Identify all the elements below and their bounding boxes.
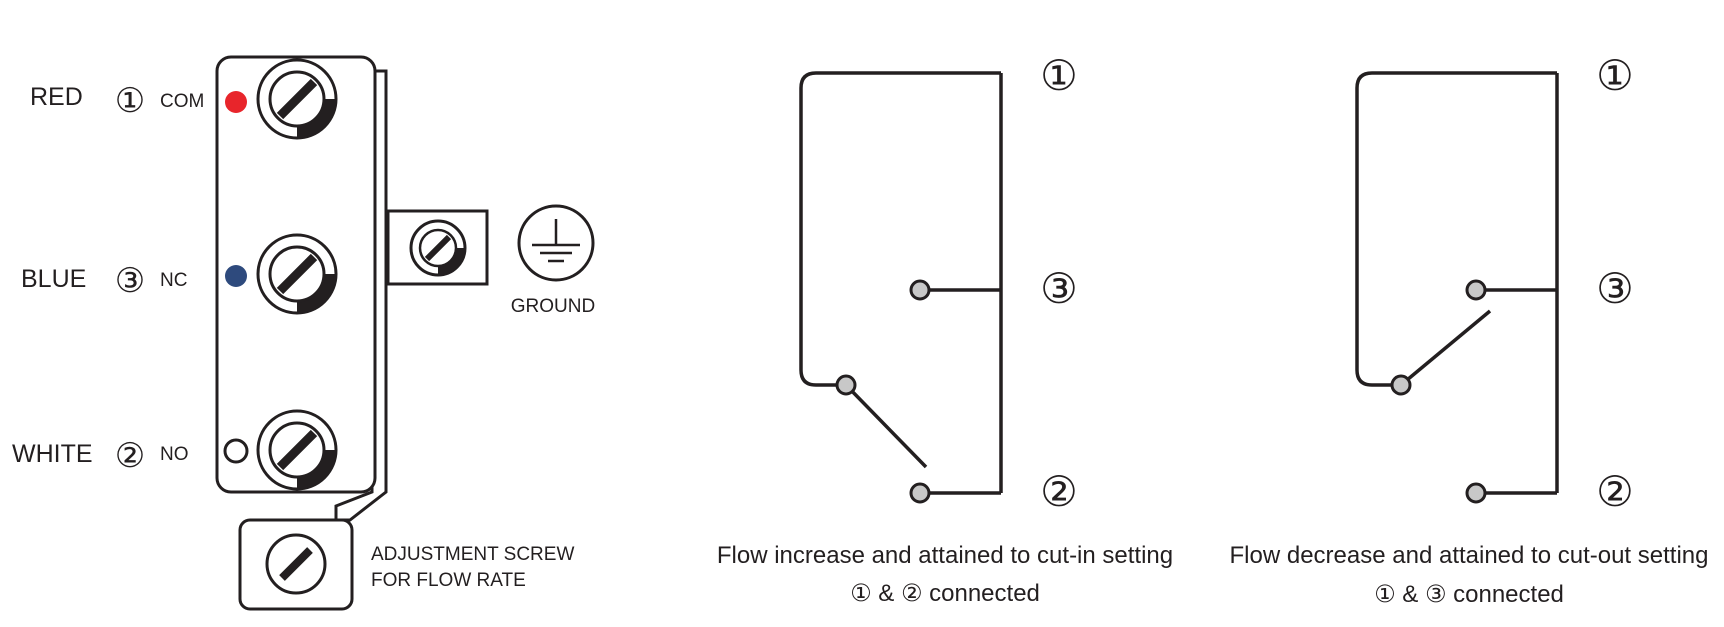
screw-icon (258, 411, 336, 489)
diagram-caption: Flow decrease and attained to cut-out se… (1230, 542, 1709, 569)
terminal-row-white: WHITE ② NO (12, 411, 336, 489)
connection-caption: ① & ③ connected (1374, 581, 1564, 608)
switch-diagram-cut-out: ① ③ ② Flow decrease and attained to cut-… (1230, 52, 1709, 608)
terminal-contact-2 (909, 482, 931, 504)
terminal-function: NO (160, 444, 189, 465)
terminal-contact-common (1390, 374, 1412, 396)
ground-symbol-icon (517, 204, 595, 282)
switch-lever (1399, 309, 1492, 387)
terminal-label-3: ③ (1596, 265, 1634, 312)
ground-screw-icon (411, 221, 465, 275)
terminal-contact-3 (1465, 279, 1487, 301)
terminal-number: ③ (115, 262, 145, 300)
screw-icon (258, 235, 336, 313)
terminal-label-2: ② (1040, 468, 1078, 515)
terminal-function: COM (160, 91, 204, 112)
ground-label: GROUND (511, 296, 595, 317)
terminal-number: ① (115, 82, 145, 120)
wire-color-label: WHITE (12, 440, 93, 468)
terminal-row-blue: BLUE ③ NC (21, 235, 336, 313)
switch-diagram-cut-in: ① ③ ② Flow increase and attained to cut-… (717, 52, 1173, 607)
terminal-label-1: ① (1596, 52, 1634, 99)
adjustment-screw-icon (265, 533, 327, 595)
terminal-function: NC (160, 270, 187, 291)
wire-color-label: BLUE (21, 265, 86, 293)
adjustment-label-line2: FOR FLOW RATE (371, 570, 526, 591)
switch-lever (844, 383, 928, 469)
adjustment-label-line1: ADJUSTMENT SCREW (371, 544, 574, 565)
terminal-contact-2 (1465, 482, 1487, 504)
wire-dot-red (225, 91, 247, 113)
terminal-label-2: ② (1596, 468, 1634, 515)
screw-icon (258, 60, 336, 138)
terminal-contact-3 (909, 279, 931, 301)
connection-caption: ① & ② connected (850, 580, 1040, 607)
wire-dot-blue (225, 265, 247, 287)
terminal-block: GROUND RED ① COM BLUE ③ NC WHITE ② NO (12, 55, 595, 611)
circuit-wire (799, 71, 1001, 387)
terminal-label-1: ① (1040, 52, 1078, 99)
circuit-wire (1355, 71, 1557, 387)
terminal-row-red: RED ① COM (30, 60, 336, 138)
wire-color-label: RED (30, 83, 83, 111)
terminal-number: ② (115, 437, 145, 475)
wire-dot-white (223, 438, 249, 464)
diagram-caption: Flow increase and attained to cut-in set… (717, 542, 1173, 569)
terminal-label-3: ③ (1040, 265, 1078, 312)
terminal-contact-common (835, 374, 857, 396)
